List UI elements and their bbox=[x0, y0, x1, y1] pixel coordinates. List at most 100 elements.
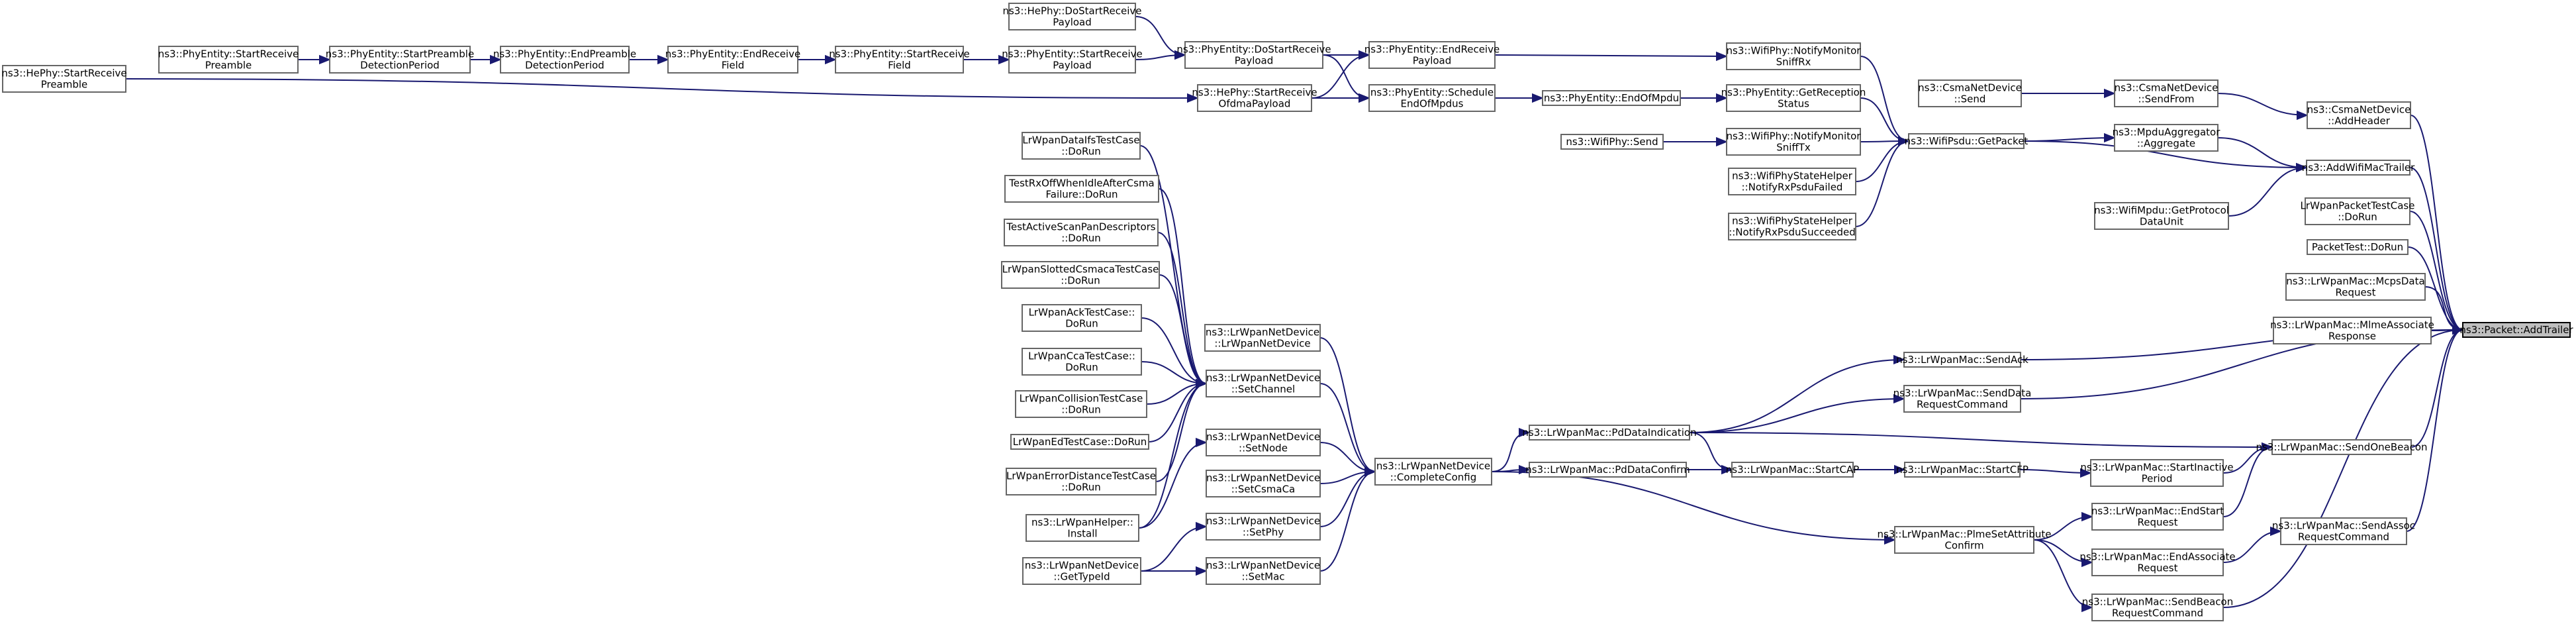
edge-endassocreq-to-sendassocreqcmd bbox=[2222, 526, 2282, 563]
node-lrwpanpackettest[interactable]: LrWpanPacketTestCase::DoRun bbox=[2301, 197, 2415, 225]
node-label: Period bbox=[2142, 473, 2173, 485]
node-label: ns3::CsmaNetDevice bbox=[1918, 82, 2022, 94]
node-csma_sendfrom[interactable]: ns3::CsmaNetDevice::SendFrom bbox=[2114, 79, 2218, 107]
node-label: ns3::HePhy::DoStartReceive bbox=[1002, 5, 1141, 17]
node-helperinstall[interactable]: ns3::LrWpanHelper::Install bbox=[1026, 514, 1139, 542]
node-pdatacind[interactable]: ns3::LrWpanMac::PdDataIndication bbox=[1522, 425, 1697, 441]
node-setmac[interactable]: ns3::LrWpanNetDevice::SetMac bbox=[1206, 557, 1321, 585]
node-label: Preamble bbox=[41, 79, 88, 91]
node-label: LrWpanSlottedCsmacaTestCase bbox=[1002, 264, 1159, 276]
node-dataifstest[interactable]: LrWpanDataIfsTestCase::DoRun bbox=[1022, 132, 1141, 160]
node-box bbox=[1529, 425, 1690, 441]
node-startpreambledet[interactable]: ns3::PhyEntity::StartPreambleDetectionPe… bbox=[326, 46, 474, 74]
node-getpacket[interactable]: ns3::WifiPsdu::GetPacket bbox=[1905, 133, 2028, 149]
node-pdataconf[interactable]: ns3::LrWpanMac::PdDataConfirm bbox=[1525, 462, 1690, 478]
node-box bbox=[2091, 503, 2224, 531]
node-label: ns3::LrWpanMac::SendAssoc bbox=[2272, 520, 2415, 532]
node-packettest[interactable]: PacketTest::DoRun bbox=[2307, 239, 2409, 255]
node-setnode[interactable]: ns3::LrWpanNetDevice::SetNode bbox=[1206, 429, 1321, 456]
node-label: Preamble bbox=[205, 60, 252, 72]
edge-sendassocreqcmd-to-root bbox=[2406, 325, 2464, 532]
node-endpreambledet[interactable]: ns3::PhyEntity::EndPreambleDetectionPeri… bbox=[493, 46, 636, 74]
node-edtest[interactable]: LrWpanEdTestCase::DoRun bbox=[1010, 434, 1149, 450]
node-csma_send[interactable]: ns3::CsmaNetDevice::Send bbox=[1918, 79, 2022, 107]
node-sendack[interactable]: ns3::LrWpanMac::SendAck bbox=[1896, 352, 2028, 368]
node-label: ns3::PhyEntity::StartReceive bbox=[829, 48, 970, 60]
edge-setmac-to-completeconfig bbox=[1319, 466, 1376, 572]
node-sendonebeacon[interactable]: ns3::LrWpanMac::SendOneBeacon bbox=[2256, 439, 2428, 455]
node-box bbox=[1368, 84, 1496, 112]
node-label: ns3::MpduAggregator bbox=[2113, 127, 2221, 138]
node-setphy[interactable]: ns3::LrWpanNetDevice::SetPhy bbox=[1206, 513, 1321, 541]
node-box bbox=[2273, 317, 2432, 344]
node-box bbox=[1542, 90, 1681, 106]
node-box bbox=[1206, 470, 1321, 497]
node-lrwpannetdevice[interactable]: ns3::LrWpanNetDevice::LrWpanNetDevice bbox=[1204, 324, 1321, 352]
node-startcap[interactable]: ns3::LrWpanMac::StartCAP bbox=[1726, 462, 1859, 478]
node-endofmpdu[interactable]: ns3::PhyEntity::EndOfMpdu bbox=[1542, 90, 1681, 106]
node-box bbox=[158, 46, 299, 74]
node-startcfp[interactable]: ns3::LrWpanMac::StartCFP bbox=[1896, 462, 2028, 478]
node-setcsmaca[interactable]: ns3::LrWpanNetDevice::SetCsmaCa bbox=[1206, 470, 1321, 497]
node-collisiontest[interactable]: LrWpanCollisionTestCase::DoRun bbox=[1015, 390, 1147, 418]
node-box bbox=[1206, 557, 1321, 585]
node-rxpsdufailed[interactable]: ns3::WifiPhyStateHelper::NotifyRxPsduFai… bbox=[1728, 168, 1856, 195]
node-box bbox=[1184, 41, 1323, 69]
node-label: ns3::WifiPhy::NotifyMonitor bbox=[1727, 45, 1862, 57]
node-root[interactable]: ns3::Packet::AddTrailer bbox=[2459, 322, 2573, 338]
node-box bbox=[1726, 128, 1861, 156]
node-mpduagg[interactable]: ns3::MpduAggregator::Aggregate bbox=[2113, 124, 2221, 152]
node-errordisttest[interactable]: LrWpanErrorDistanceTestCase::DoRun bbox=[1006, 468, 1157, 495]
node-box bbox=[1022, 348, 1142, 376]
node-label: ns3::PhyEntity::StartPreamble bbox=[326, 48, 474, 60]
node-label: ns3::LrWpanMac::SendData bbox=[1893, 388, 2032, 399]
node-completeconfig[interactable]: ns3::LrWpanNetDevice::CompleteConfig bbox=[1374, 458, 1492, 486]
node-label: RequestCommand bbox=[2112, 607, 2203, 619]
node-label: SniffTx bbox=[1776, 142, 1811, 154]
node-addwifimactrailer[interactable]: ns3::AddWifiMacTrailer bbox=[2302, 160, 2415, 176]
node-label: Install bbox=[1067, 528, 1097, 540]
node-box bbox=[2091, 594, 2224, 621]
node-gettypeid[interactable]: ns3::LrWpanNetDevice::GetTypeId bbox=[1022, 557, 1141, 585]
node-setchannel[interactable]: ns3::LrWpanNetDevice::SetChannel bbox=[1206, 370, 1321, 397]
node-label: Payload bbox=[1053, 60, 1092, 72]
node-box bbox=[1001, 261, 1160, 289]
node-csma_addheader[interactable]: ns3::CsmaNetDevice::AddHeader bbox=[2307, 101, 2411, 129]
edge-getrecstatus-to-getpacket bbox=[1860, 97, 1910, 146]
node-label: LrWpanCcaTestCase:: bbox=[1028, 350, 1135, 362]
edge-lrwpanpackettest-to-root bbox=[2409, 211, 2464, 335]
node-label: ns3::LrWpanMac::StartInactive bbox=[2080, 462, 2233, 474]
node-rxpsdusucc[interactable]: ns3::WifiPhyStateHelper::NotifyRxPsduSuc… bbox=[1728, 213, 1856, 240]
node-acktest[interactable]: LrWpanAckTestCase::DoRun bbox=[1022, 304, 1142, 332]
node-label: Status bbox=[1778, 98, 1809, 110]
node-wifiphysend[interactable]: ns3::WifiPhy::Send bbox=[1560, 134, 1664, 150]
node-activescantest[interactable]: TestActiveScanPanDescriptors::DoRun bbox=[1004, 219, 1159, 246]
node-slottedcsmatest[interactable]: LrWpanSlottedCsmacaTestCase::DoRun bbox=[1001, 261, 1160, 289]
node-ccatest[interactable]: LrWpanCcaTestCase::DoRun bbox=[1022, 348, 1142, 376]
edge-rxoffcsmatest-to-setchannel bbox=[1158, 188, 1208, 389]
